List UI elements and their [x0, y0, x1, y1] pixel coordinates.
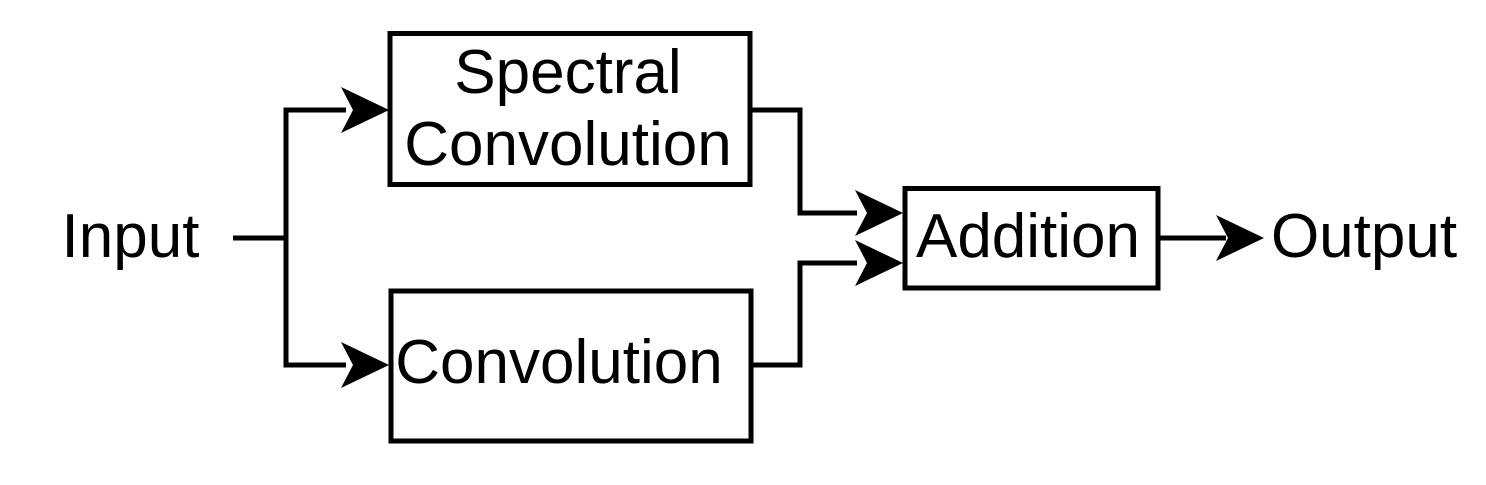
convolution-label: Convolution	[395, 328, 722, 397]
output-label: Output	[1271, 202, 1457, 271]
arrowhead-into-spectral-convolution	[341, 87, 389, 133]
edge-input-to-convolution	[283, 238, 346, 368]
edge-spectral-convolution-to-addition	[751, 107, 857, 216]
arrowhead-into-convolution	[341, 342, 389, 388]
input-label: Input	[62, 202, 200, 271]
arrowhead-upper-into-addition	[855, 190, 903, 236]
addition-node	[902, 186, 1161, 291]
addition-label: Addition	[916, 202, 1140, 271]
arrowhead-lower-into-addition	[855, 240, 903, 286]
arrowhead-into-output	[1216, 215, 1264, 261]
edge-convolution-to-addition	[753, 260, 857, 368]
convolution-node	[388, 288, 754, 444]
edge-input-to-spectral-convolution	[283, 107, 346, 238]
spectral-convolution-label-line1: Spectral	[454, 38, 681, 107]
spectral-convolution-node	[387, 31, 753, 187]
spectral-convolution-label-line2: Convolution	[404, 110, 731, 179]
